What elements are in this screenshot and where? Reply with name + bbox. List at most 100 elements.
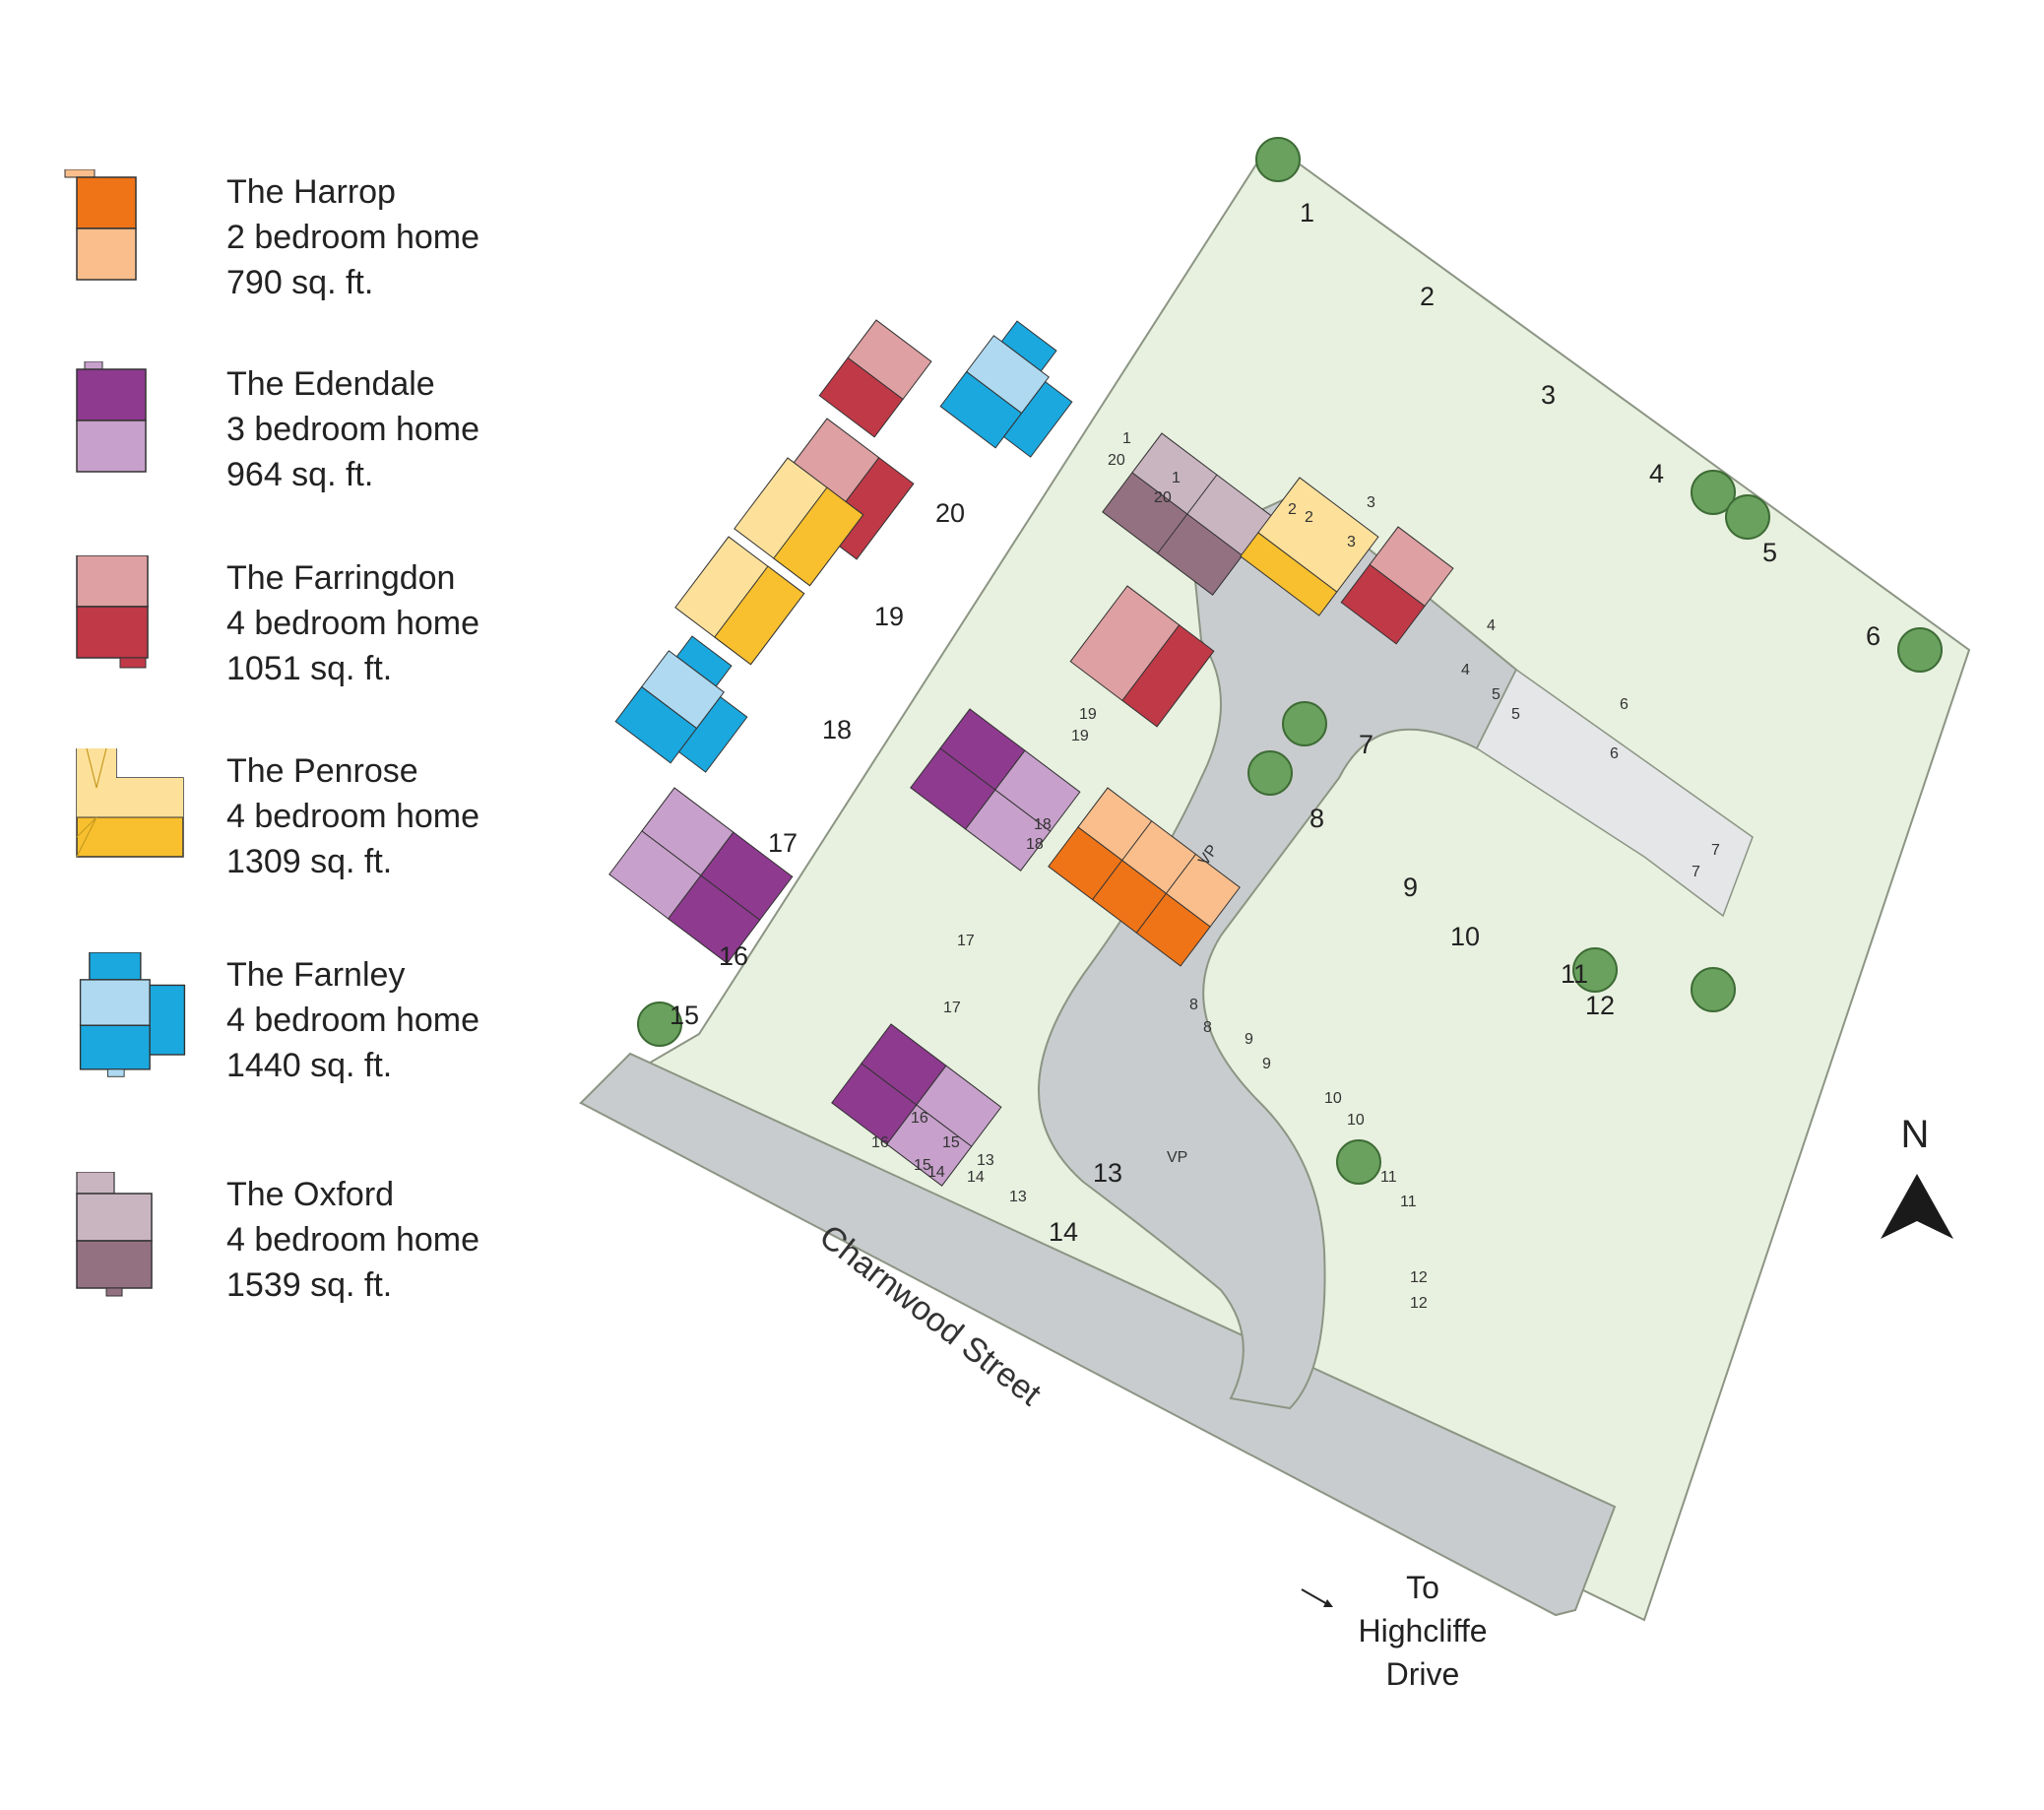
farringdon-house-icon (76, 555, 149, 669)
tree-icon (1282, 701, 1327, 746)
parking-space-number: 16 (871, 1134, 889, 1151)
parking-space-number: 11 (1400, 1194, 1417, 1210)
parking-space-number: 3 (1367, 494, 1375, 511)
plot-number: 16 (719, 941, 748, 971)
legend-text: The Oxford 4 bedroom home 1539 sq. ft. (226, 1172, 479, 1308)
parking-space-number: 7 (1692, 864, 1700, 880)
plot-numbers: 1 2 3 4 5 6 7 8 9 10 11 12 13 14 15 16 1… (670, 198, 1881, 1247)
house-plot-13-14 (831, 1023, 1002, 1187)
plot-number: 18 (822, 715, 852, 744)
house-plot-19 (734, 457, 864, 587)
parking-numbers: 1 20 1 20 2 2 3 3 4 4 5 5 6 6 7 7 8 8 9 … (871, 430, 1720, 1312)
house-size: 1539 sq. ft. (226, 1266, 393, 1304)
parking-space-number: 3 (1347, 534, 1356, 550)
legend-item-oxford: The Oxford 4 bedroom home 1539 sq. ft. (39, 1160, 591, 1318)
house-name: The Edendale (226, 365, 435, 403)
house-plot-15-16 (608, 787, 794, 964)
parking-space-number: 18 (1034, 816, 1052, 833)
house-bedrooms: 4 bedroom home (226, 1002, 480, 1039)
parking-space-number: 1 (1172, 470, 1181, 486)
parking-space-number: 19 (1079, 706, 1097, 723)
parking-space-number: 8 (1189, 997, 1198, 1013)
tree-icon (1247, 750, 1293, 796)
parking-space-number: 4 (1487, 617, 1496, 634)
house-plot-2 (939, 320, 1073, 458)
site-plan-map: Charnwood Street (578, 137, 1971, 1622)
exit-label: To Highcliffe Drive (1339, 1566, 1506, 1696)
parking-space-number: 10 (1347, 1112, 1365, 1129)
house-bedrooms: 4 bedroom home (226, 1221, 480, 1259)
house-name: The Farnley (226, 956, 406, 994)
legend-text: The Harrop 2 bedroom home 790 sq. ft. (226, 169, 479, 305)
tree-icon (1691, 967, 1736, 1012)
north-arrow: N (1871, 1113, 1959, 1251)
house-bedrooms: 4 bedroom home (226, 798, 480, 835)
legend-item-farnley: The Farnley 4 bedroom home 1440 sq. ft. (39, 940, 591, 1098)
edendale-house-icon (76, 361, 147, 473)
parking-space-number: 6 (1610, 745, 1619, 762)
parking-space-number: 2 (1288, 501, 1297, 518)
legend-text: The Farnley 4 bedroom home 1440 sq. ft. (226, 952, 479, 1088)
parking-space-number: 20 (1154, 489, 1172, 506)
parking-space-number: 13 (1009, 1189, 1027, 1205)
legend-item-edendale: The Edendale 3 bedroom home 964 sq. ft. (39, 350, 591, 507)
house-size: 1051 sq. ft. (226, 650, 393, 687)
exit-line-3: Drive (1385, 1656, 1460, 1692)
house-name: The Farringdon (226, 559, 456, 597)
exit-line-2: Highcliffe (1358, 1613, 1488, 1648)
plot-number: 9 (1403, 873, 1418, 902)
house-bedrooms: 2 bedroom home (226, 219, 480, 256)
parking-space-number: 15 (942, 1134, 960, 1151)
tree-icon (1725, 494, 1770, 540)
house-bedrooms: 3 bedroom home (226, 411, 480, 448)
parking-space-number: 7 (1711, 842, 1720, 859)
street-surface (579, 1052, 1617, 1617)
house-plot-7 (1069, 585, 1215, 728)
tree-icon (1691, 470, 1736, 515)
house-size: 964 sq. ft. (226, 456, 374, 493)
parking-space-number: 2 (1305, 509, 1313, 526)
parking-space-number: 6 (1620, 696, 1629, 713)
parking-space-number: 19 (1071, 728, 1089, 744)
tree-icon (1336, 1139, 1381, 1185)
legend-text: The Edendale 3 bedroom home 964 sq. ft. (226, 361, 479, 497)
parking-space-number: 17 (943, 1000, 961, 1016)
parking-space-number: 8 (1203, 1019, 1212, 1036)
house-plot-17 (614, 635, 748, 773)
parking-space-number: 9 (1262, 1056, 1271, 1072)
plot-number: 2 (1420, 282, 1435, 311)
parking-space-number: 12 (1410, 1269, 1428, 1286)
house-plot-6 (1340, 526, 1454, 645)
tree-icon (1897, 627, 1943, 673)
exit-line-1: To (1406, 1570, 1439, 1605)
penrose-house-icon (76, 748, 184, 858)
plot-number: 13 (1093, 1158, 1122, 1188)
legend-item-harrop: The Harrop 2 bedroom home 790 sq. ft. (39, 158, 591, 315)
parking-space-number: 12 (1410, 1295, 1428, 1312)
plot-number: 11 (1561, 959, 1588, 989)
house-bedrooms: 4 bedroom home (226, 605, 480, 642)
plot-number: 3 (1541, 380, 1556, 410)
plot-number: 14 (1049, 1217, 1078, 1247)
plot-number: 19 (874, 602, 904, 631)
visitor-parking-label: VP (1167, 1149, 1187, 1166)
tree-icon (1572, 947, 1618, 993)
parking-space-number: 16 (911, 1110, 928, 1127)
house-plot-18 (674, 536, 805, 666)
parking-space-number: 11 (1380, 1169, 1397, 1186)
legend-item-penrose: The Penrose 4 bedroom home 1309 sq. ft. (39, 737, 591, 894)
parking-space-number: 17 (957, 933, 975, 949)
house-plot-1 (818, 319, 932, 438)
parking-space-number: 14 (927, 1164, 945, 1181)
plot-number: 10 (1450, 922, 1480, 951)
parking-space-number: 1 (1122, 430, 1131, 447)
parking-space-number: 20 (1108, 452, 1125, 469)
parking-space-number: 13 (977, 1152, 994, 1169)
legend-text: The Penrose 4 bedroom home 1309 sq. ft. (226, 748, 479, 884)
parking-space-number: 5 (1511, 706, 1520, 723)
houses (608, 319, 1454, 1187)
house-plot-8-9 (910, 708, 1081, 872)
plot-number: 8 (1309, 804, 1324, 833)
tree-icon (1255, 137, 1301, 182)
house-name: The Harrop (226, 173, 396, 211)
